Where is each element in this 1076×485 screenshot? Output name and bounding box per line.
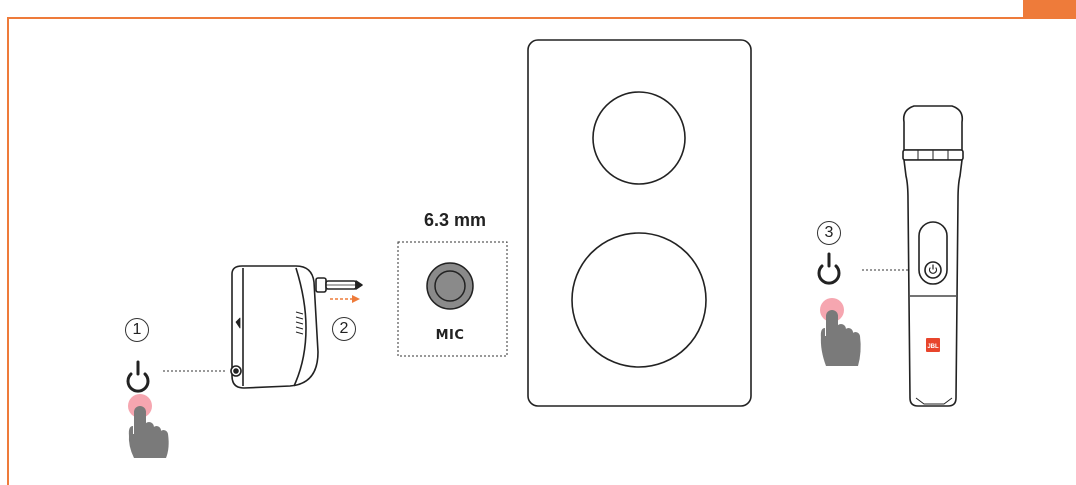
mic-port-label: MIC bbox=[435, 328, 465, 343]
microphone bbox=[902, 105, 964, 407]
logo-text: JBL bbox=[927, 344, 939, 350]
speaker bbox=[527, 39, 752, 407]
pointing-hand-icon bbox=[820, 298, 861, 366]
corner-tab bbox=[1023, 0, 1076, 17]
mic-port bbox=[397, 241, 508, 357]
step-3-number: 3 bbox=[817, 221, 841, 245]
brand-logo: JBL bbox=[926, 338, 940, 352]
power-icon bbox=[817, 252, 841, 285]
arrow-right-icon bbox=[330, 295, 360, 303]
step-1-number: 1 bbox=[125, 318, 149, 342]
wireless-receiver bbox=[230, 265, 363, 389]
step-2-number: 2 bbox=[332, 317, 356, 341]
page-frame bbox=[7, 17, 1076, 485]
pointing-hand-icon bbox=[128, 394, 169, 458]
power-icon bbox=[126, 360, 150, 393]
jack-size-label: 6.3 mm bbox=[423, 210, 487, 230]
